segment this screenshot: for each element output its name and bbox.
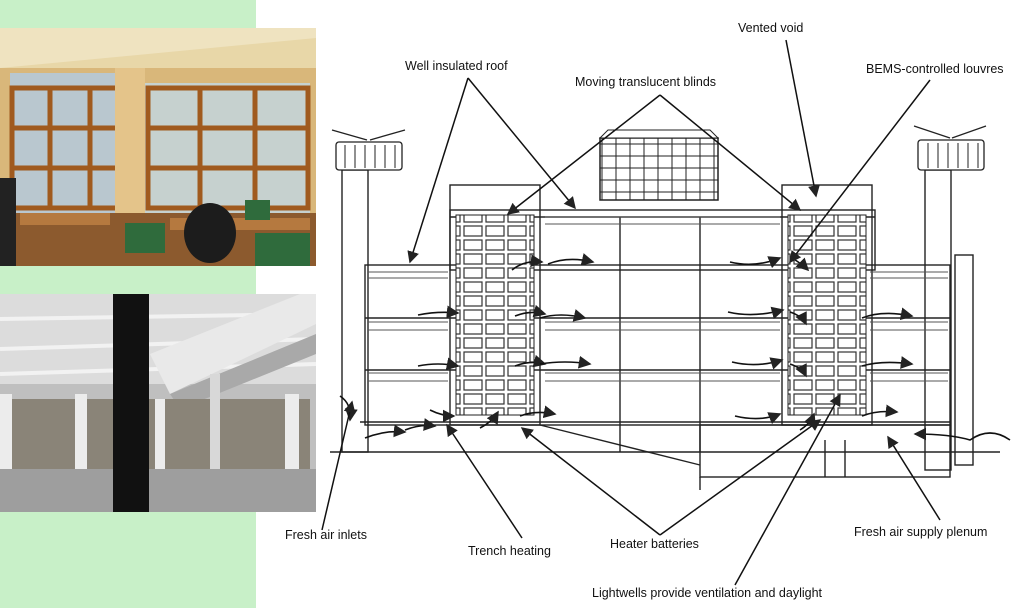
basement-plenum-photo bbox=[0, 294, 316, 512]
label-well-insulated-roof: Well insulated roof bbox=[405, 59, 508, 73]
airflow-arrows bbox=[339, 253, 1011, 441]
label-lightwells: Lightwells provide ventilation and dayli… bbox=[592, 586, 823, 600]
label-heater-batteries: Heater batteries bbox=[610, 537, 699, 551]
label-bems-louvres: BEMS-controlled louvres bbox=[866, 62, 1004, 76]
library-interior-photo bbox=[0, 28, 316, 266]
label-fresh-air-supply-plenum: Fresh air supply plenum bbox=[854, 525, 988, 539]
label-fresh-air-inlets: Fresh air inlets bbox=[285, 528, 367, 542]
label-trench-heating: Trench heating bbox=[468, 544, 551, 558]
label-vented-void: Vented void bbox=[738, 21, 804, 35]
leader-lines bbox=[321, 39, 941, 586]
label-moving-translucent-blinds: Moving translucent blinds bbox=[575, 75, 717, 89]
building-section-diagram bbox=[321, 39, 1011, 586]
